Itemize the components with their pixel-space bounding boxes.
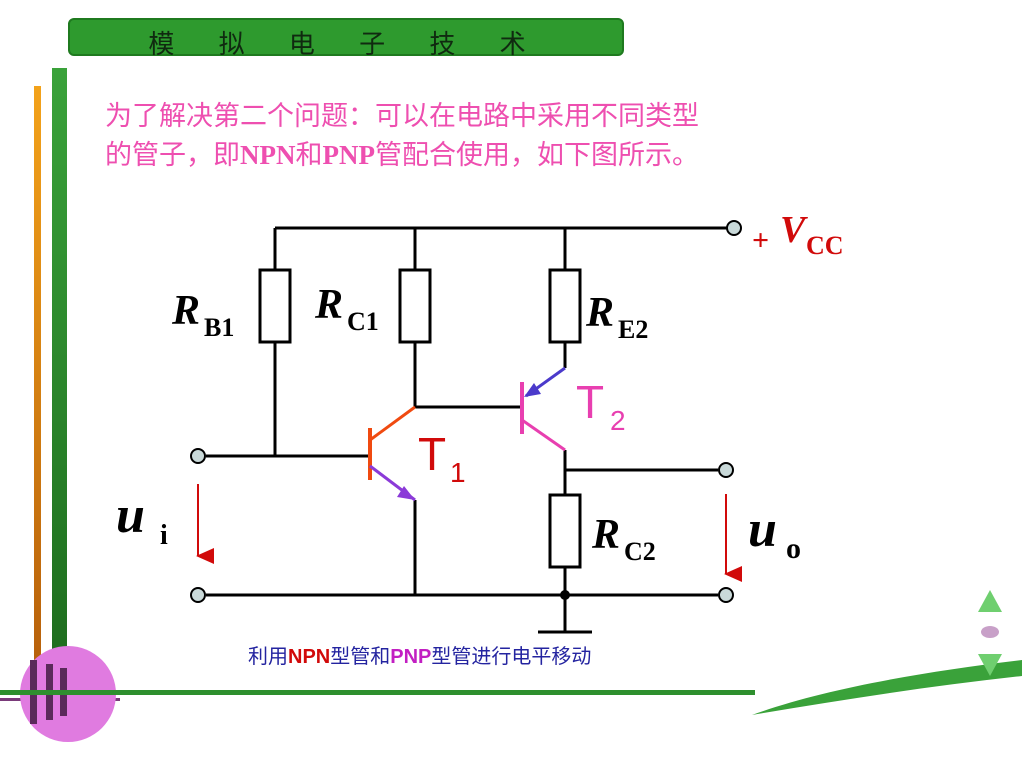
vcc-plus: + xyxy=(752,224,769,257)
input-terminal-top xyxy=(190,448,206,464)
intro-line-2-b: 管配合使用，如下图所示。 xyxy=(374,140,699,171)
resistor-rc1 xyxy=(398,268,432,344)
rc1-sub: C1 xyxy=(347,307,379,336)
decor-circle-logo xyxy=(10,646,120,742)
rb1-label: R xyxy=(171,288,200,334)
circuit-wires xyxy=(206,226,728,634)
intro-line-2-a: 的管子，即 xyxy=(105,140,240,171)
re2-sub: E2 xyxy=(618,315,648,344)
output-terminal-bottom xyxy=(718,587,734,603)
nav-down-arrow-icon[interactable] xyxy=(978,654,1002,676)
caption-a: 利用 xyxy=(248,644,288,668)
nav-home-icon[interactable] xyxy=(981,626,999,638)
rc2-label: R xyxy=(591,512,620,558)
decor-orange-bar xyxy=(34,86,41,698)
decor-green-bar xyxy=(52,68,67,688)
caption-pnp: PNP xyxy=(390,646,432,668)
rc2-sub: C2 xyxy=(624,537,656,566)
re2-label: R xyxy=(585,290,614,336)
junction-dot xyxy=(560,590,570,600)
intro-text: 为了解决第二个问题：可以在电路中采用不同类型 的管子，即NPN和PNP管配合使用… xyxy=(105,98,885,175)
resistor-rc2 xyxy=(548,493,582,569)
vcc-label: V xyxy=(780,209,808,251)
t1-sub: 1 xyxy=(450,457,466,488)
caption-npn: NPN xyxy=(288,646,331,668)
uo-sub: o xyxy=(786,532,801,565)
t1-label: T xyxy=(418,428,446,480)
ui-label: u xyxy=(116,487,145,544)
nav-up-arrow-icon[interactable] xyxy=(978,590,1002,612)
decor-bottom-line xyxy=(0,690,755,695)
resistor-rb1 xyxy=(258,268,292,344)
intro-npn: NPN xyxy=(240,140,296,170)
input-terminal-bottom xyxy=(190,587,206,603)
intro-pnp: PNP xyxy=(322,140,375,170)
title-bar: 模 拟 电 子 技 术 xyxy=(68,18,624,60)
rc1-label: R xyxy=(314,282,343,328)
transistor-t1 xyxy=(368,405,416,502)
transistor-t2 xyxy=(520,366,566,452)
t2-sub: 2 xyxy=(610,405,626,436)
ui-sub: i xyxy=(160,520,168,551)
vcc-sub: CC xyxy=(806,231,844,260)
decor-swoosh xyxy=(752,660,1022,715)
slide-title: 模 拟 电 子 技 术 xyxy=(148,30,544,60)
output-terminal-top xyxy=(718,462,734,478)
resistor-re2 xyxy=(548,268,582,344)
uo-label: u xyxy=(748,501,777,558)
intro-and: 和 xyxy=(295,140,323,171)
caption-b: 型管和 xyxy=(330,644,391,668)
caption-c: 型管进行电平移动 xyxy=(431,644,592,668)
intro-line-2: 的管子，即NPN和PNP管配合使用，如下图所示。 xyxy=(105,136,885,175)
rb1-sub: B1 xyxy=(204,313,234,342)
intro-line-1: 为了解决第二个问题：可以在电路中采用不同类型 xyxy=(105,101,699,132)
t2-label: T xyxy=(576,376,604,428)
vcc-terminal xyxy=(726,220,742,236)
circuit-caption: 利用NPN型管和PNP型管进行电平移动 xyxy=(248,640,591,669)
